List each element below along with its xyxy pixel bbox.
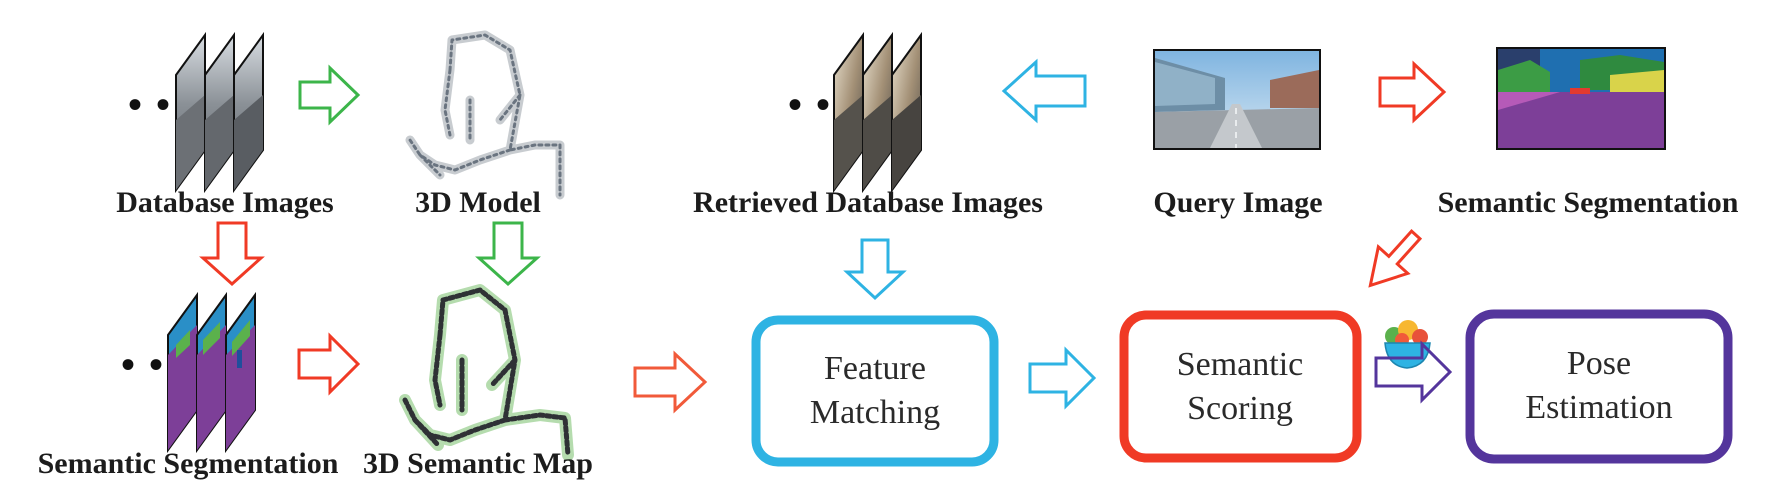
caption-retrieved-database-images: Retrieved Database Images [693,186,1043,219]
caption-3d-model: 3D Model [415,186,541,219]
arrow-down-blue [843,238,907,301]
fruit-bowl-icon [1384,320,1431,369]
image-frame [175,31,206,194]
pose-estimation-line-2: Estimation [1525,389,1672,426]
database-segmentation-stack: • • • [121,291,256,454]
pose-estimation-box: Pose Estimation [1465,309,1733,464]
arrow-right-red-2 [297,332,361,396]
caption-database-images: Database Images [116,186,334,219]
3d-semantic-map [399,284,574,461]
arrow-right-red [1378,60,1447,124]
query-segmentation-thumbnail [1496,47,1666,150]
feature-matching-box: Feature Matching [751,315,999,467]
arrow-right-purple [1374,340,1453,404]
semantic-scoring-box: Semantic Scoring [1119,310,1362,463]
arrow-right-green [298,64,361,126]
image-frame [833,31,864,194]
segmentation-frame [225,291,256,454]
caption-semantic-segmentation-top: Semantic Segmentation [1438,186,1739,219]
pose-estimation-line-1: Pose [1567,345,1631,382]
arrow-right-blue [1028,346,1097,410]
database-images-stack: • • • [128,31,264,194]
image-frame [891,31,922,194]
arrow-down-green [475,221,541,287]
image-frame [204,31,235,194]
feature-matching-line-2: Matching [810,394,940,431]
caption-query-image: Query Image [1153,186,1322,219]
arrow-down-red [199,221,265,287]
caption-semantic-segmentation-bottom: Semantic Segmentation [38,447,339,480]
segmentation-frame [167,291,198,454]
query-image-thumbnail [1153,49,1321,150]
caption-3d-semantic-map: 3D Semantic Map [363,447,593,480]
arrow-left-blue [1001,58,1087,124]
feature-matching-line-1: Feature [824,350,926,387]
3d-model-point-cloud [405,30,565,200]
image-frame [233,31,264,194]
segmentation-frame [196,291,227,454]
arrow-diagonal-red [1368,229,1423,288]
arrow-right-orange [633,350,708,414]
semantic-scoring-line-2: Scoring [1187,390,1293,427]
retrieved-images-stack: • • • [788,31,922,194]
image-frame [862,31,893,194]
semantic-scoring-line-1: Semantic [1177,346,1304,383]
